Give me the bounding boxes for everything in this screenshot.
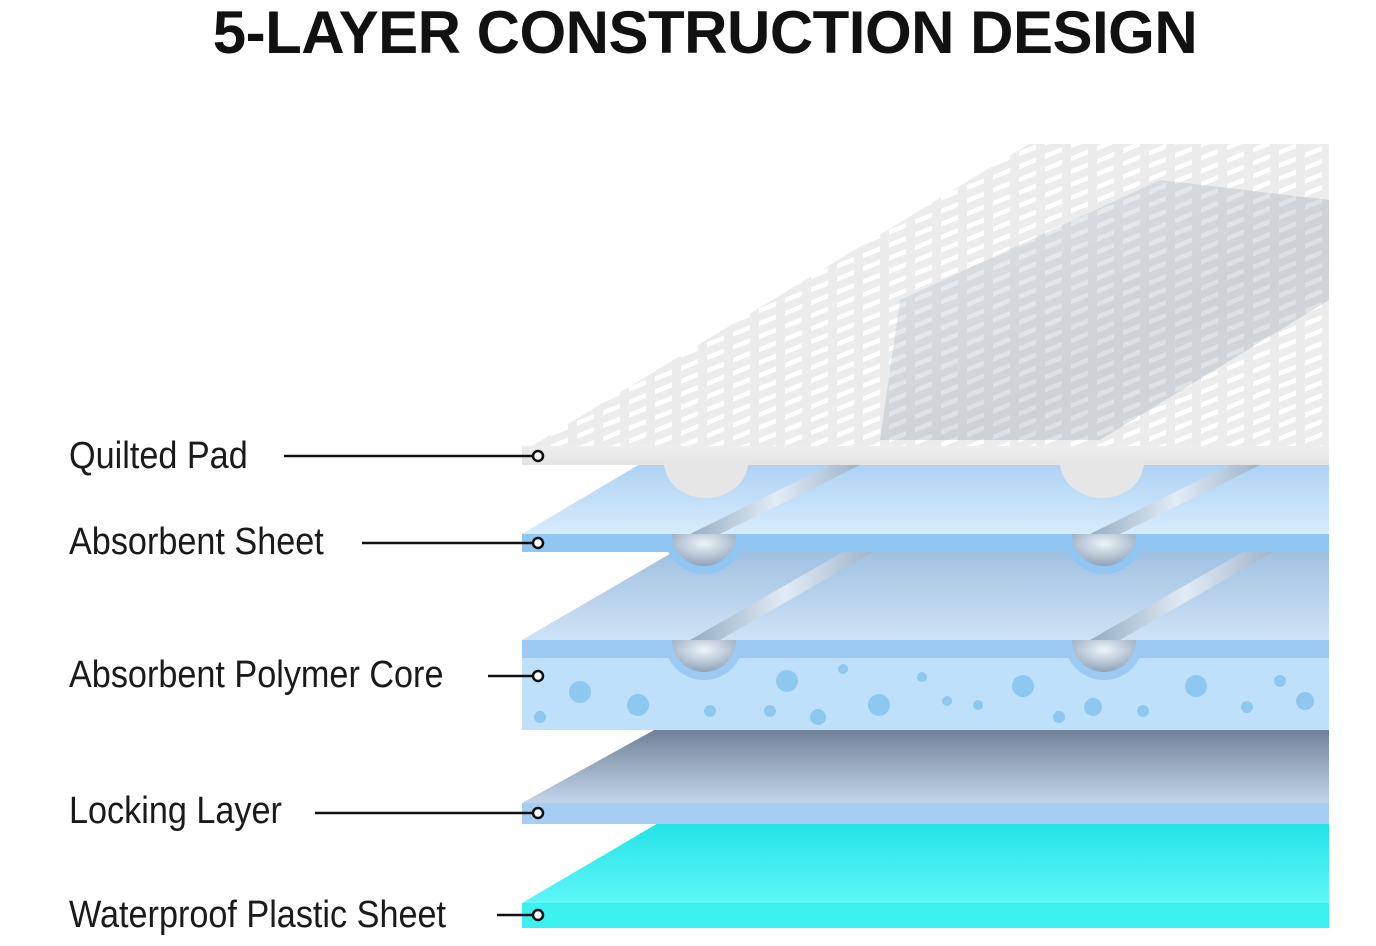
- label-waterproof-plastic-sheet: Waterproof Plastic Sheet: [69, 894, 447, 936]
- label-absorbent-polymer-core: Absorbent Polymer Core: [69, 654, 444, 696]
- leader-dot-absorbent-sheet: [531, 536, 545, 550]
- label-quilted-pad: Quilted Pad: [69, 435, 248, 477]
- diagram-title: 5-LAYER CONSTRUCTION DESIGN: [212, 0, 1198, 66]
- locking-layer: [522, 729, 1329, 824]
- quilted-pad-layer: [522, 144, 1329, 498]
- label-locking-layer: Locking Layer: [69, 790, 282, 832]
- waterproof-plastic-sheet-layer: [522, 822, 1329, 928]
- leader-dot-quilted-pad: [531, 449, 545, 463]
- absorbent-polymer-core-layer: [522, 548, 1329, 730]
- leader-dot-locking-layer: [531, 806, 545, 820]
- polymer-granules: [534, 664, 1314, 725]
- leader-lines: [284, 449, 545, 922]
- label-absorbent-sheet: Absorbent Sheet: [69, 521, 324, 563]
- leader-dot-waterproof-sheet: [531, 908, 545, 922]
- leader-dot-polymer-core: [531, 669, 545, 683]
